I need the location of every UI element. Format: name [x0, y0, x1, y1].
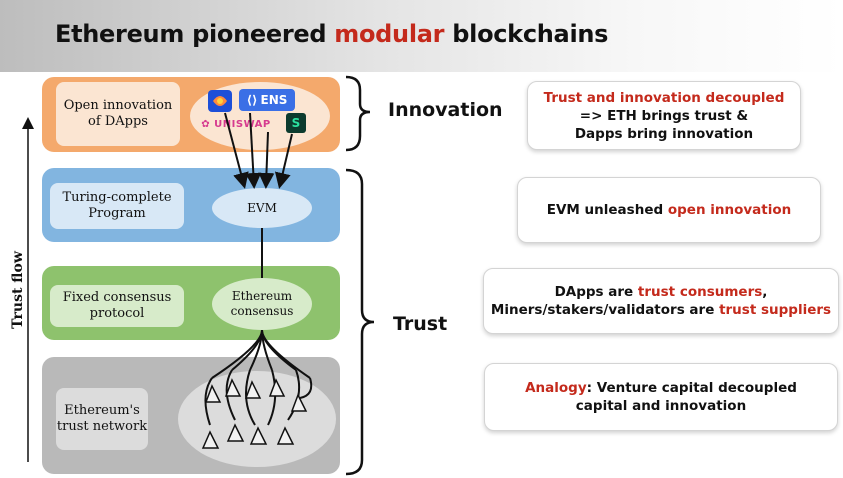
card-3-l1-tail: ,: [762, 284, 768, 300]
trust-roles-card: DApps are trust consumers, Miners/staker…: [483, 268, 839, 334]
innovation-side-label: Innovation: [388, 99, 503, 121]
innovation-brace: [345, 75, 371, 152]
page-title: Ethereum pioneered modular blockchains: [55, 20, 608, 48]
trust-brace: [345, 168, 375, 476]
innovation-label: Open innovation of DApps: [56, 82, 180, 146]
trust-flow-label: Trust flow: [10, 251, 26, 329]
card-1-title: Trust and innovation decoupled: [543, 89, 785, 106]
evm-label: Turing-complete Program: [50, 183, 184, 229]
uniswap-logo-text: UNISWAP: [214, 118, 271, 130]
ens-logo: ⟨⟩ENS: [239, 89, 295, 111]
ens-icon: ⟨⟩: [246, 93, 258, 107]
evm-node: EVM: [212, 188, 312, 228]
title-highlight: modular: [334, 20, 445, 48]
card-3-l2-plain: Miners/stakers/validators are: [490, 302, 720, 318]
title-part1: Ethereum pioneered: [55, 20, 335, 48]
trust-side-label: Trust: [393, 313, 448, 335]
consensus-node: Ethereum consensus: [212, 278, 312, 330]
network-label: Ethereum's trust network: [56, 388, 148, 450]
ens-logo-text: ENS: [260, 93, 288, 107]
card-2-plain: EVM unleashed: [546, 202, 668, 218]
card-4-l1-tail: : Venture capital decoupled: [586, 380, 797, 396]
card-1-line3: Dapps bring innovation: [574, 125, 754, 142]
title-bar: [0, 0, 843, 72]
analogy-card: Analogy: Venture capital decoupled capit…: [484, 363, 838, 431]
uniswap-logo: ✿ UNISWAP: [198, 116, 274, 132]
card-2-red: open innovation: [667, 202, 792, 218]
card-3-l1-red: trust consumers: [637, 284, 763, 300]
card-3-l2-red: trust suppliers: [719, 302, 832, 318]
network-ellipse: [178, 371, 336, 467]
card-4-line2: capital and innovation: [575, 398, 747, 414]
decoupled-card: Trust and innovation decoupled => ETH br…: [527, 81, 801, 150]
title-part2: blockchains: [444, 20, 609, 48]
card-4-red: Analogy: [525, 380, 587, 396]
unicorn-icon: ✿: [201, 118, 211, 130]
consensus-label: Fixed consensus protocol: [50, 285, 184, 327]
dapp-logo-icon: [208, 90, 232, 112]
dapp-square-logo-icon: S: [286, 113, 306, 133]
evm-card: EVM unleashed open innovation: [517, 177, 821, 243]
card-3-l1-plain: DApps are: [554, 284, 638, 300]
card-1-line2: => ETH brings trust &: [579, 107, 749, 124]
